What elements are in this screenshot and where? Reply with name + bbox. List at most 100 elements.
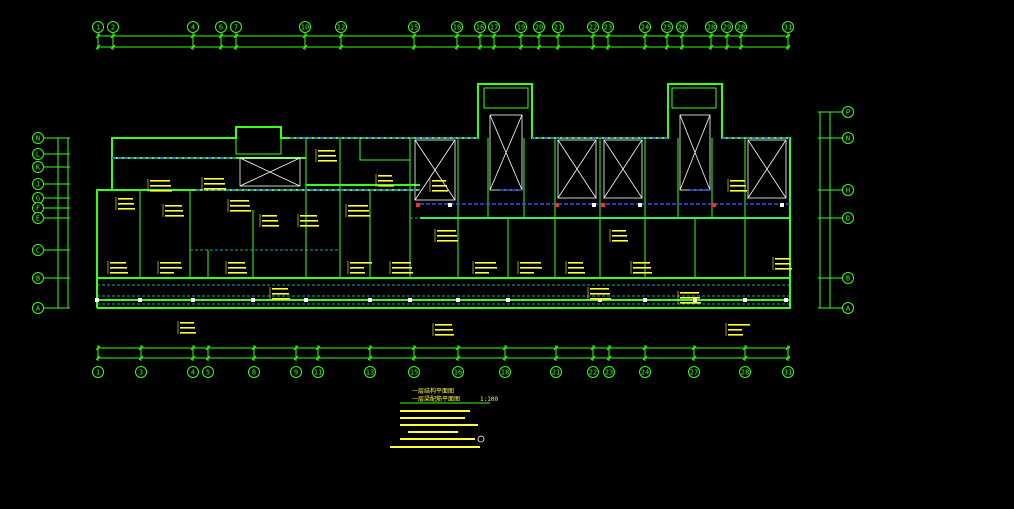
- axis-bubble-top: 19: [515, 21, 527, 33]
- axis-bubble-bottom: 5: [202, 366, 214, 378]
- svg-text:13: 13: [366, 369, 374, 377]
- bottom-dimension-lines: [95, 345, 791, 361]
- shaft-crosses: [239, 114, 787, 201]
- axis-bubble-top: 21: [552, 21, 564, 33]
- column: [95, 298, 99, 302]
- axis-bubble-top: 29: [721, 21, 733, 33]
- svg-text:20: 20: [535, 24, 543, 32]
- svg-text:1: 1: [96, 24, 100, 32]
- svg-text:28: 28: [737, 24, 745, 32]
- column: [555, 203, 559, 207]
- column: [251, 298, 255, 302]
- column: [643, 298, 647, 302]
- svg-text:6: 6: [219, 24, 223, 32]
- svg-text:3: 3: [139, 369, 143, 377]
- column: [712, 203, 716, 207]
- axis-bubble-left: B: [32, 272, 44, 284]
- column: [592, 203, 596, 207]
- svg-text:22: 22: [589, 24, 597, 32]
- axis-bubble-left: J: [32, 178, 44, 190]
- axis-bubble-right: N: [842, 132, 854, 144]
- axis-bubble-top: 10: [299, 21, 311, 33]
- column: [598, 298, 602, 302]
- svg-text:L: L: [36, 151, 40, 159]
- drawing-title: 一层结构平面图: [412, 387, 454, 395]
- svg-text:31: 31: [784, 24, 792, 32]
- axis-bubble-bottom: 27: [688, 366, 700, 378]
- svg-text:4: 4: [191, 369, 195, 377]
- columns: [95, 203, 788, 302]
- axis-bubble-top: 24: [639, 21, 651, 33]
- svg-text:G: G: [36, 195, 40, 203]
- svg-text:N: N: [846, 135, 850, 143]
- svg-text:11: 11: [314, 369, 322, 377]
- top-dimension-lines: [95, 33, 791, 50]
- column: [448, 203, 452, 207]
- axis-bubble-top: 28: [735, 21, 747, 33]
- axis-bubble-top: 4: [187, 21, 199, 33]
- axis-bubble-left: L: [32, 148, 44, 160]
- svg-text:A: A: [846, 305, 851, 313]
- building-walls: [96, 83, 791, 309]
- axis-bubble-bottom: 4: [187, 366, 199, 378]
- axis-bubble-right: H: [842, 184, 854, 196]
- svg-text:22: 22: [589, 369, 597, 377]
- axis-bubble-left: F: [32, 202, 44, 214]
- axis-bubble-top: 15: [408, 21, 420, 33]
- svg-text:18: 18: [501, 369, 509, 377]
- svg-text:9: 9: [294, 369, 298, 377]
- column: [693, 298, 697, 302]
- axis-bubble-bottom: 11: [312, 366, 324, 378]
- column: [416, 203, 420, 207]
- axis-bubble-left: K: [32, 161, 44, 173]
- axis-bubble-top: 31: [782, 21, 794, 33]
- svg-text:7: 7: [234, 24, 238, 32]
- axis-bubble-left: E: [32, 212, 44, 224]
- drawing-notes: 一层结构平面图 一层梁配筋平面图 1:100: [390, 387, 498, 448]
- svg-text:K: K: [36, 164, 41, 172]
- svg-text:26: 26: [678, 24, 686, 32]
- svg-text:16: 16: [476, 24, 484, 32]
- svg-text:N: N: [36, 135, 40, 143]
- drawing-subtitle: 一层梁配筋平面图: [412, 395, 460, 403]
- axis-bubble-bottom: 28: [739, 366, 751, 378]
- svg-text:5: 5: [206, 369, 210, 377]
- axis-bubble-bottom: 31: [782, 366, 794, 378]
- svg-text:29: 29: [723, 24, 731, 32]
- svg-text:21: 21: [552, 369, 560, 377]
- axis-bubble-left: N: [32, 132, 44, 144]
- svg-text:23: 23: [605, 369, 613, 377]
- svg-text:28: 28: [707, 24, 715, 32]
- axis-bubble-top: 16: [474, 21, 486, 33]
- axis-bubble-top: 22: [587, 21, 599, 33]
- axis-bubble-bottom: 16: [452, 366, 464, 378]
- axis-bubble-bottom: 24: [639, 366, 651, 378]
- svg-text:12: 12: [337, 24, 345, 32]
- svg-text:15: 15: [410, 24, 418, 32]
- axis-bubble-left: G: [32, 192, 44, 204]
- side-dimension-lines: [57, 112, 831, 308]
- column: [304, 298, 308, 302]
- axis-bubble-bottom: 15: [408, 366, 420, 378]
- axis-bubble-top: 20: [533, 21, 545, 33]
- axis-bubble-bottom: 23: [603, 366, 615, 378]
- axis-bubble-bottom: 8: [248, 366, 260, 378]
- svg-text:1: 1: [96, 369, 100, 377]
- svg-text:16: 16: [454, 369, 462, 377]
- svg-text:28: 28: [741, 369, 749, 377]
- svg-text:24: 24: [641, 369, 649, 377]
- svg-text:23: 23: [604, 24, 612, 32]
- axis-bubble-top: 17: [488, 21, 500, 33]
- svg-text:25: 25: [663, 24, 671, 32]
- svg-text:A: A: [36, 305, 41, 313]
- column: [456, 298, 460, 302]
- svg-text:8: 8: [252, 369, 256, 377]
- drawing-scale: 1:100: [480, 396, 498, 403]
- svg-text:17: 17: [490, 24, 498, 32]
- axis-bubble-bottom: 13: [364, 366, 376, 378]
- column: [780, 203, 784, 207]
- axis-bubble-top: 25: [661, 21, 673, 33]
